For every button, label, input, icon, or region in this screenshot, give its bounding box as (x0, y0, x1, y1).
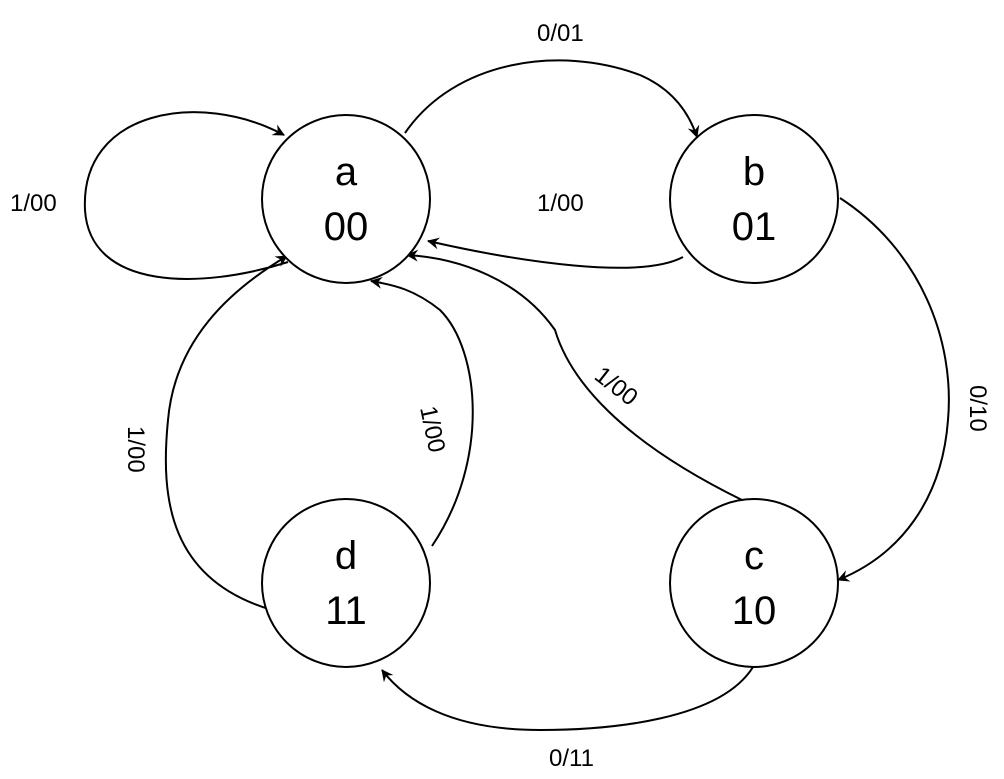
state-c-name: c (744, 534, 764, 578)
state-d: d 11 (261, 498, 431, 668)
edge-a-b (404, 59, 700, 138)
edge-label-a-a: 1/00 (10, 190, 57, 217)
state-a-code: 00 (324, 205, 369, 249)
edge-c-d (381, 666, 754, 732)
edge-b-c (837, 197, 950, 582)
edge-label-b-a: 1/00 (537, 190, 584, 217)
edge-label-a-b: 0/01 (537, 20, 584, 47)
edge-a-a (83, 111, 289, 280)
edge-label-c-a: 1/00 (589, 361, 642, 411)
edge-label-d-a-inner: 1/00 (414, 404, 450, 455)
state-c: c 10 (669, 498, 839, 668)
edge-d-a-inner (370, 276, 474, 547)
state-d-code: 11 (325, 589, 367, 633)
state-a: a 00 (261, 114, 431, 284)
edge-d-a-outer (164, 255, 288, 611)
state-d-name: d (335, 534, 357, 578)
state-b-code: 01 (732, 205, 777, 249)
edge-label-b-c: 0/10 (964, 385, 991, 432)
edge-label-c-d: 0/11 (549, 745, 594, 772)
edge-b-a (427, 237, 684, 269)
state-b: b 01 (669, 114, 839, 284)
edge-label-d-a-outer: 1/00 (122, 426, 149, 473)
state-c-code: 10 (732, 589, 777, 633)
state-a-name: a (335, 150, 358, 194)
state-b-name: b (743, 150, 765, 194)
edge-c-a (406, 249, 743, 501)
